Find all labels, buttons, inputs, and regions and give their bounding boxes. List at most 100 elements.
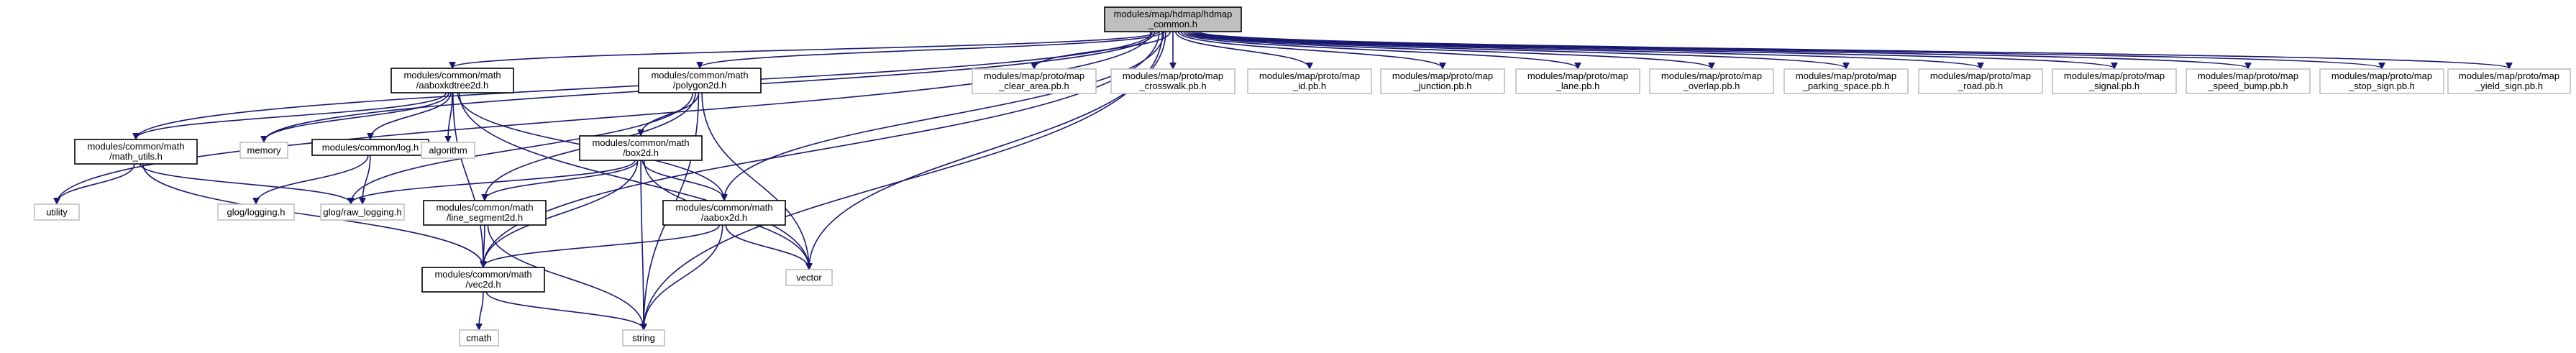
node-label: modules/map/proto/map	[1930, 70, 2031, 81]
edge-box2d-to-string	[640, 160, 644, 329]
edge-root-to-speed_bump	[1194, 31, 2248, 68]
edge-box2d-to-line_segment2d	[485, 160, 639, 200]
node-box	[2052, 68, 2177, 94]
node-box	[972, 68, 1097, 94]
edge-aaboxkdtree2d-to-log	[370, 92, 452, 139]
node-box	[320, 203, 405, 221]
node-box	[1649, 68, 1774, 94]
node-box	[1110, 68, 1236, 94]
node-label: cmath	[466, 333, 491, 344]
edge-polygon2d-to-vector	[701, 92, 809, 269]
edge-vec2d-to-cmath	[479, 291, 484, 329]
node-box	[217, 203, 295, 221]
node-math-utils[interactable]: modules/common/math/math_utils.h	[74, 139, 198, 165]
edge-box2d-to-aabox2d	[641, 160, 724, 200]
edge-log-to-glog_logging	[256, 155, 369, 203]
node-label: modules/common/math	[592, 137, 689, 148]
node-stop-sign: modules/map/proto/map_stop_sign.pb.h	[2319, 68, 2444, 94]
edge-aaboxkdtree2d-to-algorithm	[448, 92, 453, 142]
edge-aabox2d-to-string	[644, 224, 723, 329]
node-box	[2319, 68, 2444, 94]
node-yield-sign: modules/map/proto/map_yield_sign.pb.h	[2447, 68, 2571, 94]
edge-root-to-parking_space	[1185, 31, 1846, 68]
node-label: _speed_bump.pb.h	[2207, 81, 2288, 91]
node-label: memory	[247, 145, 281, 156]
node-root[interactable]: modules/map/hdmap/hdmap_common.h	[1104, 6, 1242, 32]
edge-aabox2d-to-vec2d	[483, 224, 721, 267]
edge-log-to-glog_raw_logging	[362, 155, 371, 203]
node-label: _junction.pb.h	[1413, 81, 1472, 91]
node-label: _parking_space.pb.h	[1802, 81, 1890, 91]
node-label: modules/map/proto/map	[2198, 70, 2298, 81]
edge-root-to-signal	[1191, 31, 2114, 68]
node-label: algorithm	[429, 145, 467, 156]
node-map-id: modules/map/proto/map_id.pb.h	[1247, 68, 1372, 94]
node-label: _id.pb.h	[1292, 81, 1326, 91]
edge-line_segment2d-to-string	[487, 224, 644, 329]
node-box	[1515, 68, 1640, 94]
node-box	[421, 267, 545, 293]
node-box	[34, 203, 80, 221]
node-label: _yield_sign.pb.h	[2475, 81, 2543, 91]
edge-polygon2d-to-box2d	[641, 92, 700, 135]
node-label: vector	[796, 272, 822, 283]
node-aabox2d[interactable]: modules/common/math/aabox2d.h	[662, 200, 786, 226]
edge-aaboxkdtree2d-to-vec2d	[452, 92, 483, 267]
node-label: modules/map/hdmap/hdmap	[1114, 9, 1233, 19]
edge-root-to-junction	[1177, 31, 1443, 68]
edge-root-to-aabox2d	[724, 31, 1165, 200]
node-vec2d[interactable]: modules/common/math/vec2d.h	[421, 267, 545, 293]
node-box	[622, 329, 665, 347]
node-label: modules/map/proto/map	[1392, 70, 1493, 81]
nodes-layer: modules/map/hdmap/hdmap_common.hmodules/…	[34, 6, 2571, 347]
edge-aaboxkdtree2d-to-math_utils	[136, 92, 447, 139]
node-label: /vec2d.h	[465, 279, 501, 290]
node-label: modules/map/proto/map	[1259, 70, 1360, 81]
node-speed-bump: modules/map/proto/map_speed_bump.pb.h	[2186, 68, 2311, 94]
edge-root-to-utility	[57, 31, 1151, 203]
edge-polygon2d-to-limits	[351, 92, 694, 203]
node-overlap: modules/map/proto/map_overlap.pb.h	[1649, 68, 1774, 94]
edge-root-to-map_id	[1175, 31, 1310, 68]
node-parking-space: modules/map/proto/map_parking_space.pb.h	[1783, 68, 1909, 94]
node-glog-logging: glog/logging.h	[217, 203, 295, 221]
node-log[interactable]: modules/common/log.h	[311, 139, 429, 156]
node-label: _road.pb.h	[1958, 81, 2003, 91]
node-line-segment2d[interactable]: modules/common/math/line_segment2d.h	[423, 200, 547, 226]
edge-root-to-yield_sign	[1199, 31, 2509, 68]
node-label: modules/common/math	[436, 202, 533, 213]
node-label: /math_utils.h	[109, 151, 163, 162]
node-box	[421, 142, 475, 159]
node-box	[1247, 68, 1372, 94]
node-box	[1380, 68, 1505, 94]
node-label: _overlap.pb.h	[1683, 81, 1740, 91]
edge-root-to-clear_area	[1034, 31, 1171, 68]
edge-math_utils-to-vec2d	[142, 163, 483, 267]
node-label: _stop_sign.pb.h	[2348, 81, 2415, 91]
node-glog-raw-logging: glog/raw_logging.h	[320, 203, 405, 221]
node-label: modules/map/proto/map	[2331, 70, 2432, 81]
node-box	[1918, 68, 2043, 94]
node-road: modules/map/proto/map_road.pb.h	[1918, 68, 2043, 94]
node-polygon2d[interactable]: modules/common/math/polygon2d.h	[638, 68, 762, 93]
node-box	[390, 68, 514, 93]
node-box	[459, 329, 499, 347]
node-box	[785, 269, 833, 286]
node-label: modules/common/math	[403, 70, 501, 81]
node-string: string	[622, 329, 665, 347]
node-label: modules/common/math	[87, 141, 184, 152]
node-aaboxkdtree2d[interactable]: modules/common/math/aaboxkdtree2d.h	[390, 68, 514, 93]
node-box	[662, 200, 786, 226]
edge-math_utils-to-limits	[140, 163, 351, 203]
node-box	[423, 200, 547, 226]
node-box	[239, 142, 288, 159]
node-lane: modules/map/proto/map_lane.pb.h	[1515, 68, 1640, 94]
edge-root-to-polygon2d	[700, 31, 1164, 68]
node-box2d[interactable]: modules/common/math/box2d.h	[579, 135, 703, 161]
node-utility: utility	[34, 203, 80, 221]
edge-aaboxkdtree2d-to-memory	[264, 92, 449, 142]
edge-root-to-road	[1188, 31, 1981, 68]
edge-vec2d-to-string	[485, 291, 644, 329]
node-box	[2186, 68, 2311, 94]
node-label: glog/raw_logging.h	[323, 207, 401, 218]
